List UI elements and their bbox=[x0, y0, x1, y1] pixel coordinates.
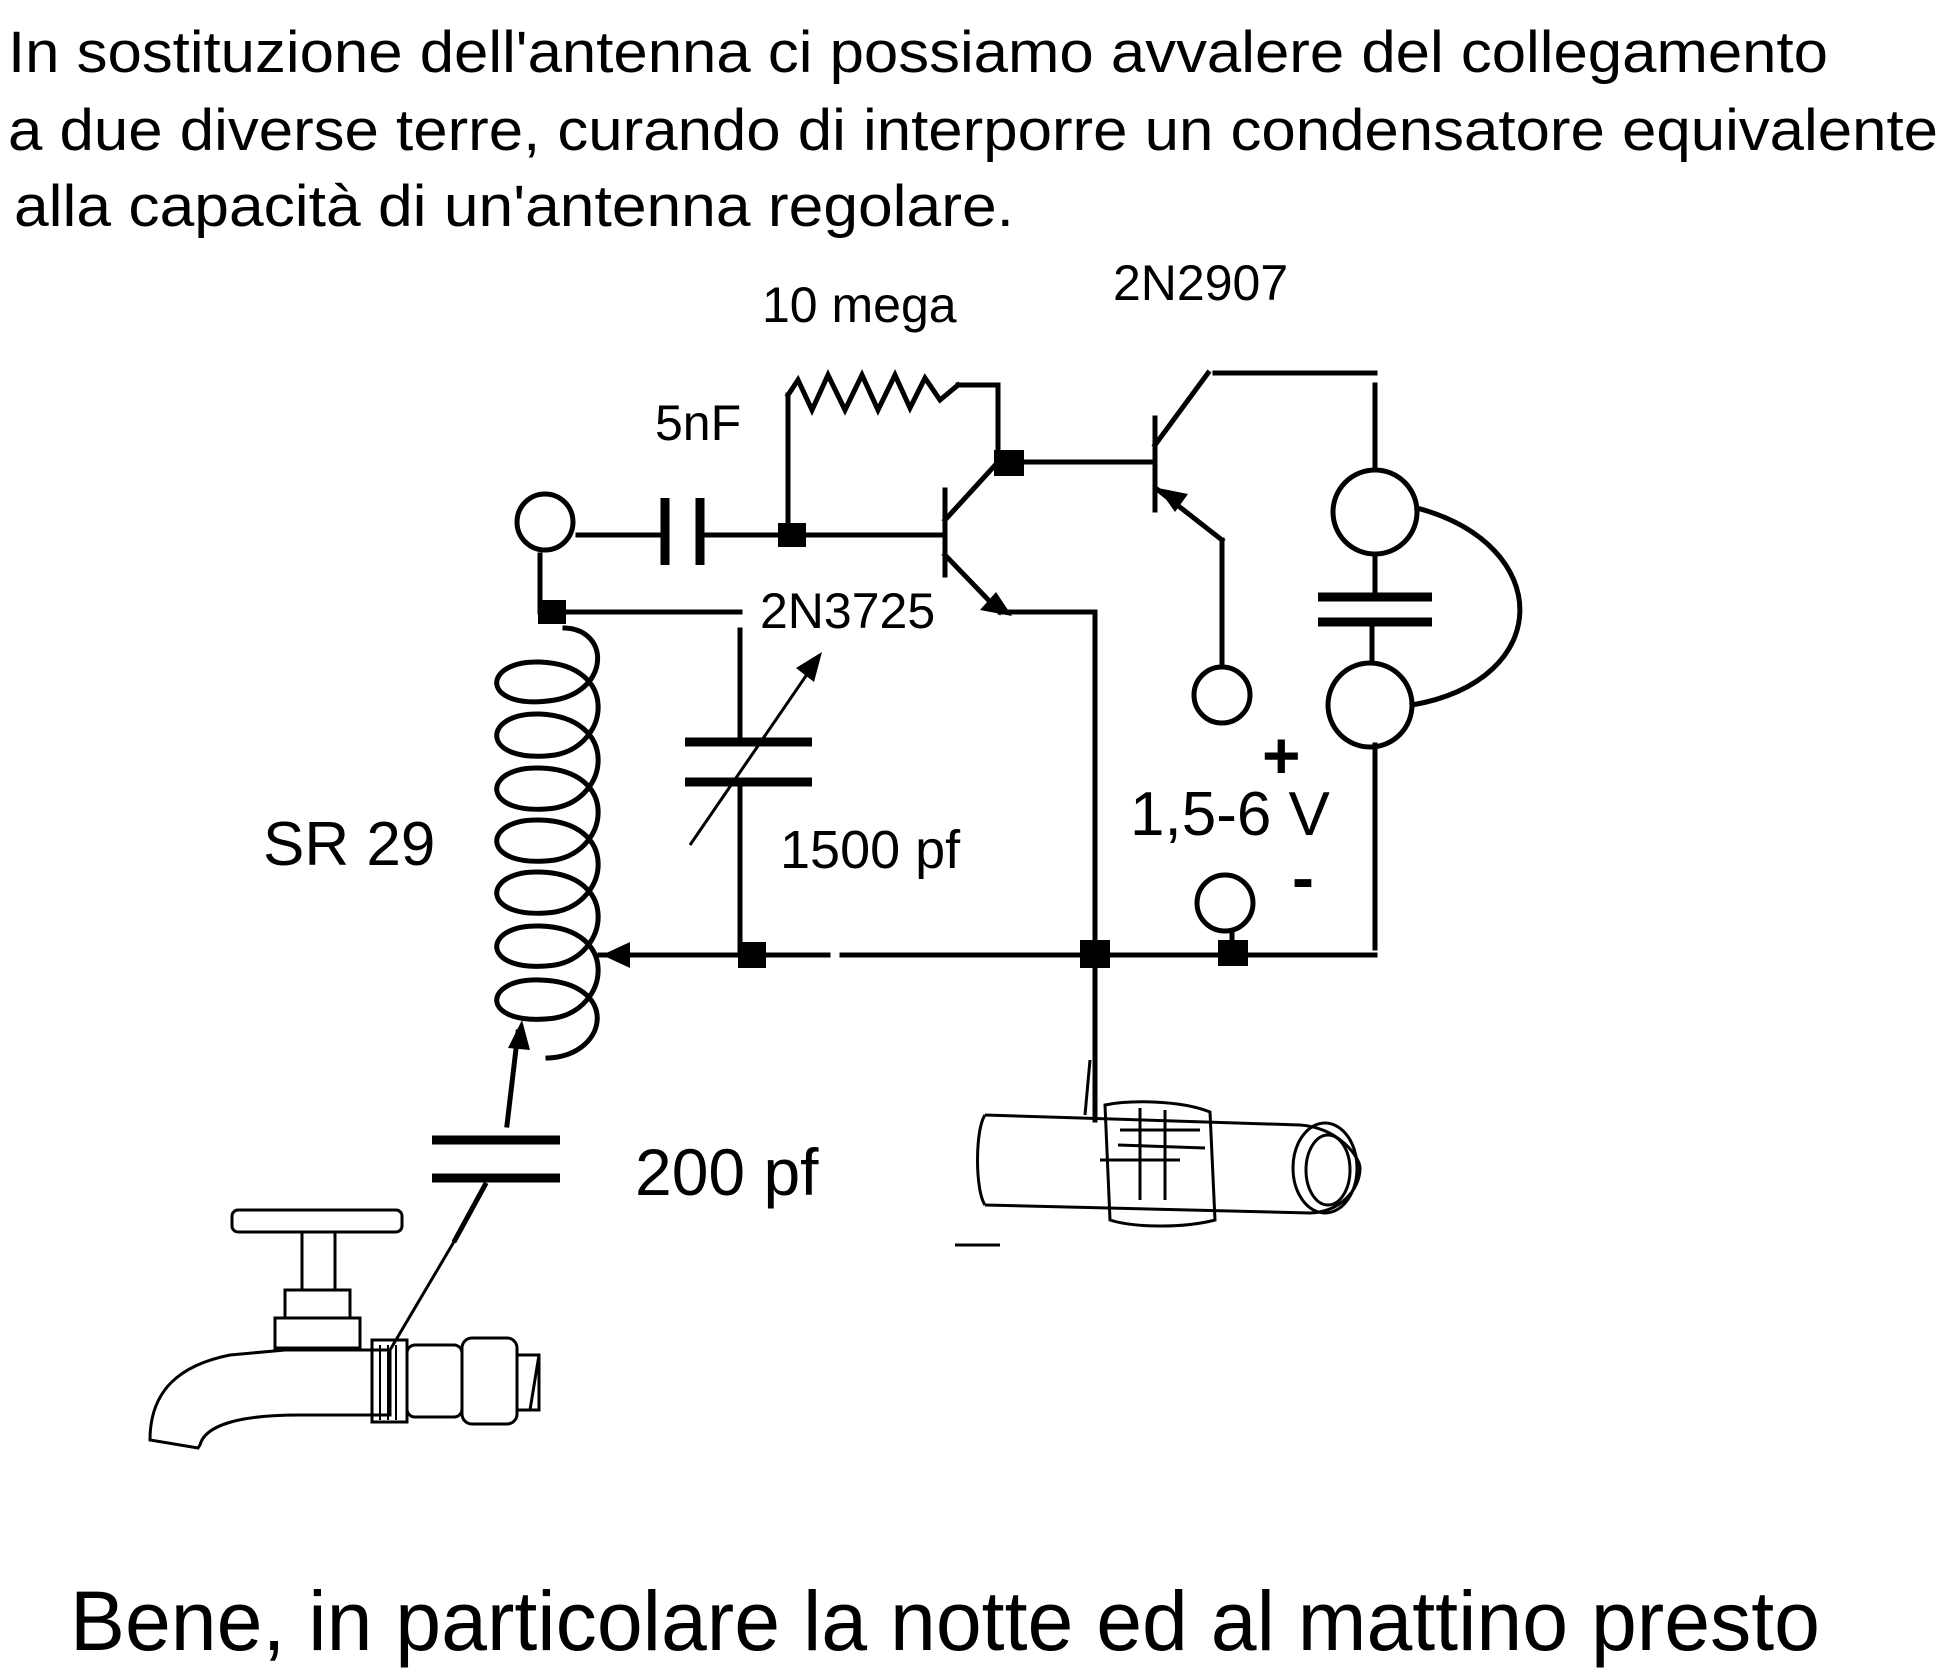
heading-line-1: In sostituzione dell'antenna ci possiamo… bbox=[8, 20, 1828, 85]
coil-icon bbox=[494, 625, 643, 1061]
footer-text: Bene, in particolare la notte ed al matt… bbox=[70, 1574, 1820, 1668]
npn-transistor-icon bbox=[941, 458, 1012, 616]
antenna-terminal-icon bbox=[514, 491, 576, 553]
ground-capacitor-icon bbox=[388, 1020, 560, 1351]
variable-capacitor-icon bbox=[685, 652, 822, 846]
capacitor-variable-label: 1500 pf bbox=[780, 820, 961, 880]
capacitor-coupling-label: 5nF bbox=[655, 395, 741, 451]
coupling-capacitor-icon bbox=[660, 498, 705, 565]
junction-nodes bbox=[538, 450, 1248, 968]
transistor-npn-label: 2N3725 bbox=[760, 583, 935, 639]
headphones-icon bbox=[1318, 467, 1523, 750]
resistor-icon bbox=[784, 369, 962, 416]
circuit-wires bbox=[537, 370, 1378, 1123]
pipe-clamp-icon bbox=[955, 1100, 1362, 1247]
minus-sign: - bbox=[1292, 840, 1314, 914]
heading-line-2: a due diverse terre, curando di interpor… bbox=[8, 98, 1938, 163]
capacitor-ground-label: 200 pf bbox=[635, 1135, 819, 1209]
supply-voltage-label: 1,5-6 V bbox=[1130, 780, 1331, 849]
water-tap-icon bbox=[148, 1208, 541, 1450]
transistor-pnp-label: 2N2907 bbox=[1113, 255, 1288, 311]
pnp-transistor-icon bbox=[1151, 369, 1226, 544]
resistor-label: 10 mega bbox=[762, 277, 957, 333]
plus-sign: + bbox=[1262, 718, 1301, 792]
minus-terminal-icon bbox=[1194, 872, 1256, 934]
coil-label: SR 29 bbox=[263, 810, 435, 879]
heading-line-3: alla capacità di un'antenna regolare. bbox=[14, 174, 1014, 239]
plus-terminal-icon bbox=[1191, 664, 1253, 726]
